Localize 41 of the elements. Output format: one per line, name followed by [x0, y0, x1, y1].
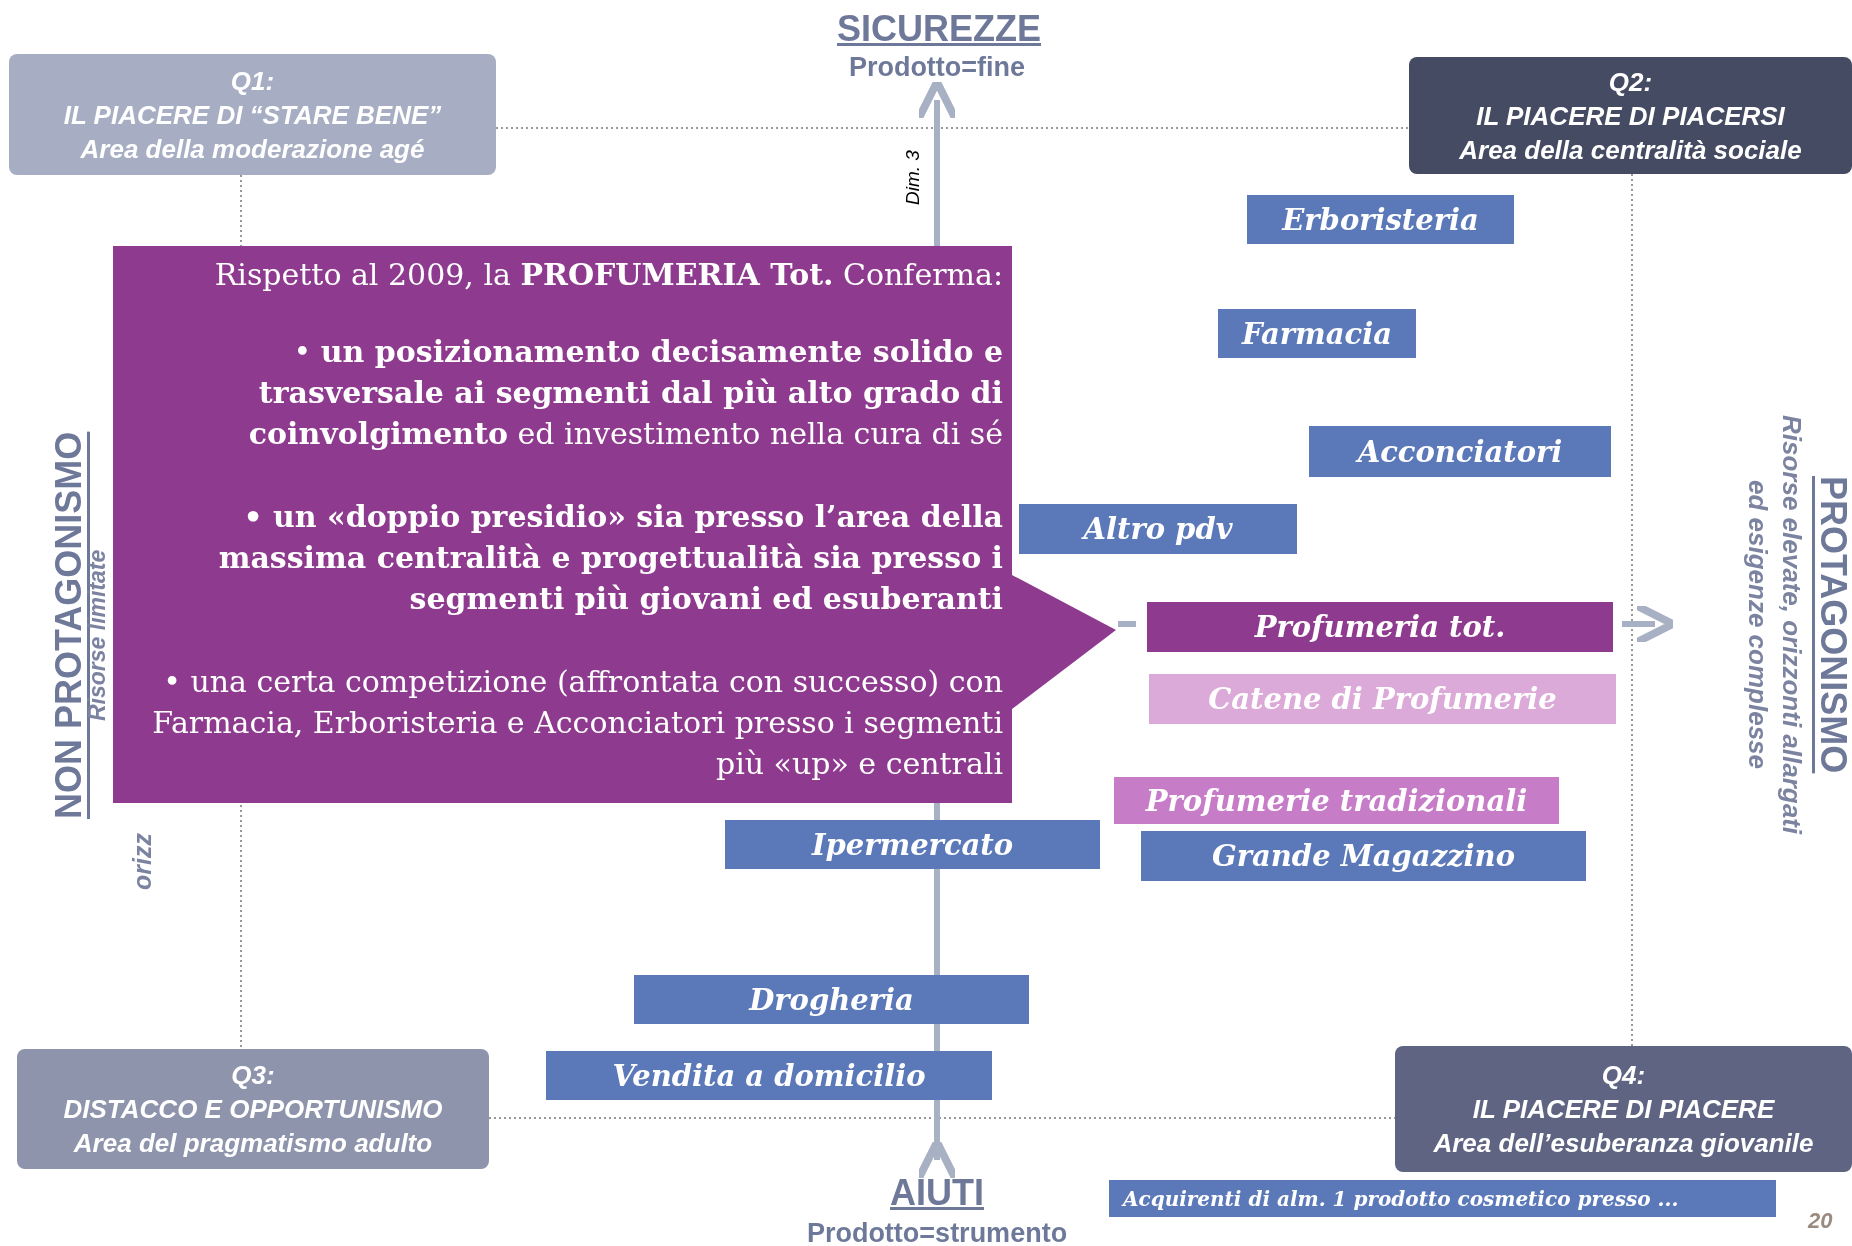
quadrant-subtitle: Area della centralità sociale [1458, 133, 1803, 167]
bullet-text: • un «doppio presidio» sia presso l’area della massima centralità e progettualità sia presso i segmenti più giovani ed esuberanti [217, 498, 1003, 618]
quadrant-number: Q4: [1600, 1059, 1647, 1092]
category-bar: Profumeria tot. [1147, 602, 1613, 652]
quadrant-box [9, 54, 496, 175]
axis-title: PROTAGONISMO [1812, 475, 1852, 776]
axis-subtitle: Risorse elevate, orizzonti allargati ed esigenze complesse [1742, 415, 1808, 835]
axis-label: Dim. 3 [902, 149, 924, 205]
quadrant-title: IL PIACERE DI PIACERSI [1475, 99, 1786, 133]
quadrant-subtitle: Area dell’esuberanza giovanile [1432, 1127, 1815, 1160]
category-bar: Farmacia [1218, 309, 1416, 358]
category-bar: Vendita a domicilio [546, 1051, 992, 1100]
category-bar: Erboristeria [1247, 195, 1514, 244]
quadrant-box [1395, 1046, 1852, 1172]
axis-subtitle: orizz [128, 832, 157, 890]
category-bar: Catene di Profumerie [1149, 674, 1616, 724]
axis-subtitle: Prodotto=fine [847, 52, 1027, 84]
quadrant-title: IL PIACERE DI PIACERE [1471, 1093, 1776, 1126]
quadrant-subtitle: Area della moderazione agé [79, 132, 426, 166]
bullet-text: • un posizionamento decisamente solido e trasversale ai segmenti dal più alto grado di coinvolgimento ed investimento nella cura di sé [247, 333, 1003, 453]
bullet-text: • una certa competizione (affrontata con successo) con Farmacia, Erboristeria e Acconciatori presso i segmenti più «up» e centrali [151, 663, 1003, 783]
quadrant-number: Q2: [1607, 65, 1654, 99]
axis-subtitle: Prodotto=strumento [805, 1218, 1069, 1246]
page-number: 20 [1808, 1208, 1834, 1235]
category-bar: Ipermercato [725, 820, 1100, 869]
category-bar: Acquirenti di alm. 1 prodotto cosmetico presso ... [1109, 1180, 1776, 1217]
axis-title: AIUTI [889, 1172, 985, 1212]
category-bar: Drogheria [634, 975, 1029, 1024]
category-bar: Grande Magazzino [1141, 831, 1586, 881]
quadrant-number: Q1: [229, 64, 276, 98]
callout-heading: Rispetto al 2009, la PROFUMERIA Tot. Conferma: [213, 256, 1003, 294]
quadrant-box [1409, 57, 1852, 174]
axis-subtitle: Risorse limitate [84, 548, 111, 723]
category-bar: Altro pdv [1019, 504, 1297, 554]
quadrant-subtitle: Area del pragmatismo adulto [72, 1127, 434, 1160]
quadrant-title: DISTACCO E OPPORTUNISMO [62, 1093, 444, 1126]
category-bar: Acconciatori [1309, 426, 1611, 477]
quadrant-title: IL PIACERE DI “STARE BENE” [62, 98, 443, 132]
category-bar: Profumerie tradizionali [1114, 777, 1559, 824]
quadrant-number: Q3: [230, 1059, 276, 1092]
quadrant-box [17, 1049, 489, 1169]
